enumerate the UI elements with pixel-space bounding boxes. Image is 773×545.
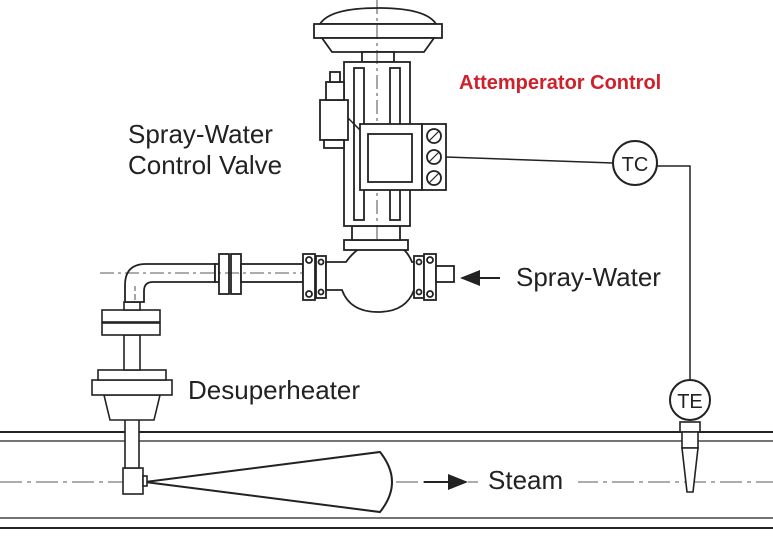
thermowell (679, 421, 701, 493)
flow-arrows (424, 270, 500, 490)
spray-water-label: Spray-Water (516, 262, 661, 292)
te-label: TE (677, 391, 703, 413)
desuperheater-label: Desuperheater (188, 375, 360, 405)
tc-label: TC (622, 154, 649, 176)
desuperheater (91, 301, 173, 495)
valve-actuator (313, 0, 447, 240)
tc-instrument[interactable]: TC (612, 140, 658, 186)
valve-body (302, 225, 455, 313)
diagram-title: Attemperator Control (459, 72, 662, 94)
valve-label: Spray-Water Control Valve (128, 119, 282, 180)
valve-label-line1: Spray-Water (128, 119, 273, 149)
signal-lines (445, 156, 691, 381)
spray-water-pipe (100, 253, 305, 303)
steam-label: Steam (488, 465, 564, 495)
valve-label-line2: Control Valve (128, 149, 283, 180)
te-instrument[interactable]: TE (669, 379, 711, 493)
spray-cone (144, 450, 393, 514)
